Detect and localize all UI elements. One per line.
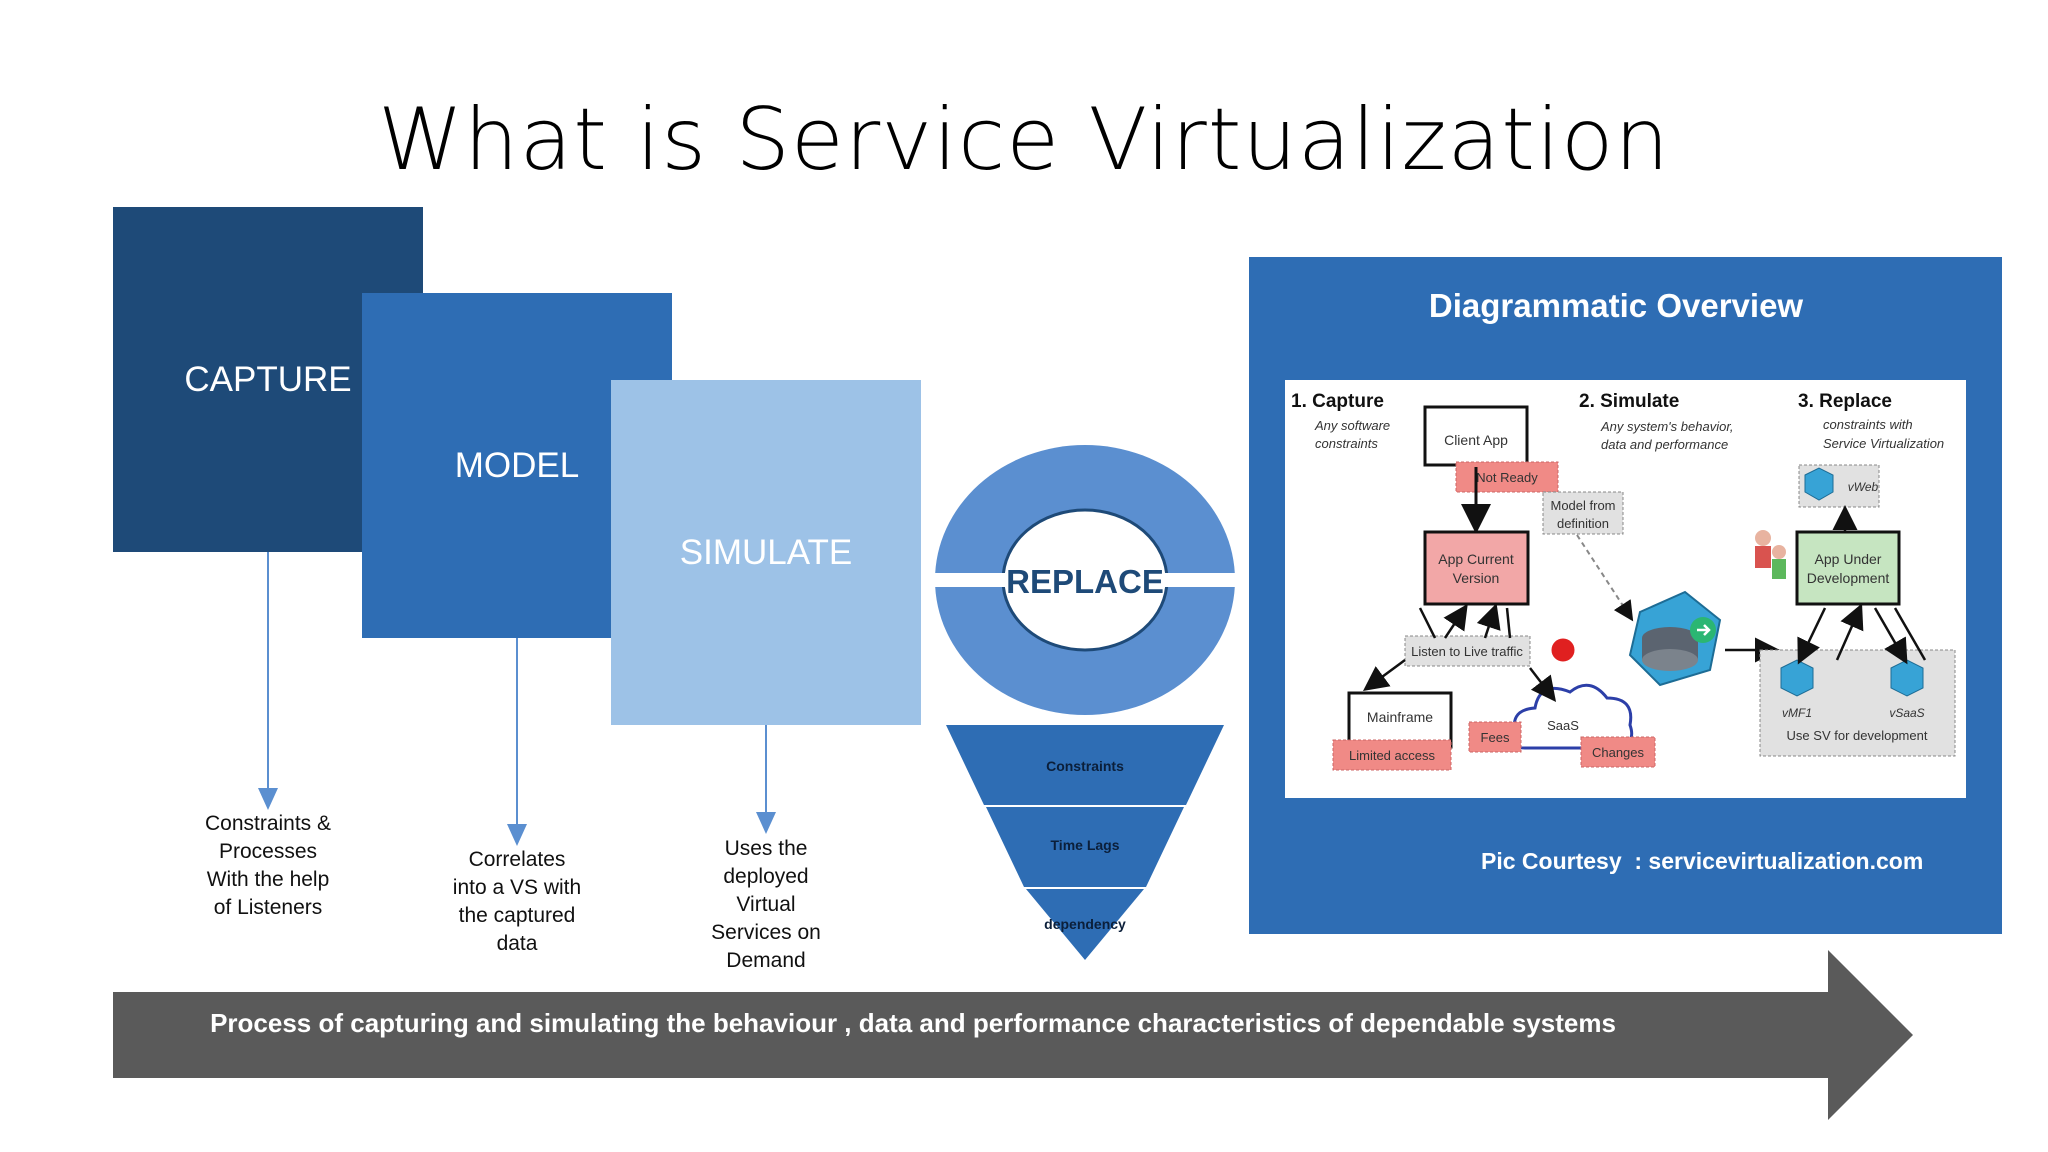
listen-tag [1404,635,1531,667]
funnel-label-dependency: dependency [1044,916,1126,932]
funnel-label-time-lags: Time Lags [1051,837,1120,853]
model-from-def-1: Model from [1550,498,1615,513]
capture-label: CAPTURE [184,359,352,399]
capture-sub-2: constraints [1315,436,1378,451]
page-title: What is Service Virtualization [378,90,1670,190]
vsaas-label: vSaaS [1889,706,1924,720]
record-icon [1548,635,1578,665]
replace-sub-2: Service Virtualization [1823,436,1944,451]
app-current-1: App Current [1438,551,1514,567]
limited-access-label: Limited access [1349,748,1435,763]
simulate-description: Uses the deployed Virtual Services on De… [711,837,821,972]
people-icon [1755,530,1771,546]
funnel-level-1 [946,725,1224,805]
funnel-level-3 [1026,889,1144,960]
simulate-sub-1: Any system's behavior, [1600,419,1734,434]
not-ready-label: Not Ready [1476,470,1538,485]
capture-sub-1: Any software [1314,418,1390,433]
saas-label: SaaS [1547,718,1579,733]
replace-sub-1: constraints with [1823,417,1913,432]
model-from-def-tag [1542,491,1624,535]
client-app-box [1423,405,1529,467]
funnel-level-2 [986,807,1184,887]
overview-diagram-svg: 1. Capture Any software constraints 2. S… [1291,391,1956,771]
capture-heading: 1. Capture [1291,391,1384,412]
mainframe-label: Mainframe [1367,709,1433,725]
vweb-icon [1804,467,1834,501]
app-current-2: Version [1453,570,1500,586]
fees-tag [1468,721,1522,753]
process-description: Process of capturing and simulating the … [210,1008,1616,1038]
replace-ring-gap [930,573,1240,587]
funnel-label-constraints: Constraints [1046,758,1124,774]
simulate-sub-2: data and performance [1601,437,1728,452]
overview-credit: Pic Courtesy : servicevirtualization.com [1481,848,1924,874]
changes-tag [1580,736,1656,768]
model-label: MODEL [454,445,580,485]
overview-title: Diagrammatic Overview [1428,287,1804,324]
simulate-label: SIMULATE [679,532,853,572]
capture-description: Constraints & Processes With the help of… [204,812,332,919]
process-arrow [113,950,1913,1120]
not-ready-tag [1455,461,1559,493]
model-description: Correlates into a VS with the captured d… [452,848,582,955]
app-current-box [1423,530,1530,606]
app-under-dev-2: Development [1807,570,1890,586]
use-sv-label: Use SV for development [1787,728,1928,743]
vmf1-icon [1780,659,1814,697]
app-under-dev-box [1795,530,1901,606]
vweb-label: vWeb [1848,480,1879,494]
fees-label: Fees [1481,730,1510,745]
limited-access-tag [1332,739,1452,771]
simulate-block: SIMULATE [611,380,921,725]
app-under-dev-1: App Under [1815,551,1882,567]
simulate-heading: 2. Simulate [1579,391,1679,412]
diagrammatic-overview: Diagrammatic Overview 1. Capture Any sof… [1249,257,2002,934]
client-app-label: Client App [1444,432,1508,448]
replace-label: REPLACE [1006,563,1164,600]
listen-label: Listen to Live traffic [1411,644,1523,659]
vmf1-label: vMF1 [1782,706,1812,720]
mainframe-box [1347,691,1453,749]
overview-diagram: 1. Capture Any software constraints 2. S… [1285,380,1966,798]
model-from-def-2: definition [1557,516,1609,531]
replace-heading: 3. Replace [1798,391,1892,412]
changes-label: Changes [1592,745,1645,760]
replace-graphic: REPLACE Constraints Time Lags dependency [930,445,1240,960]
